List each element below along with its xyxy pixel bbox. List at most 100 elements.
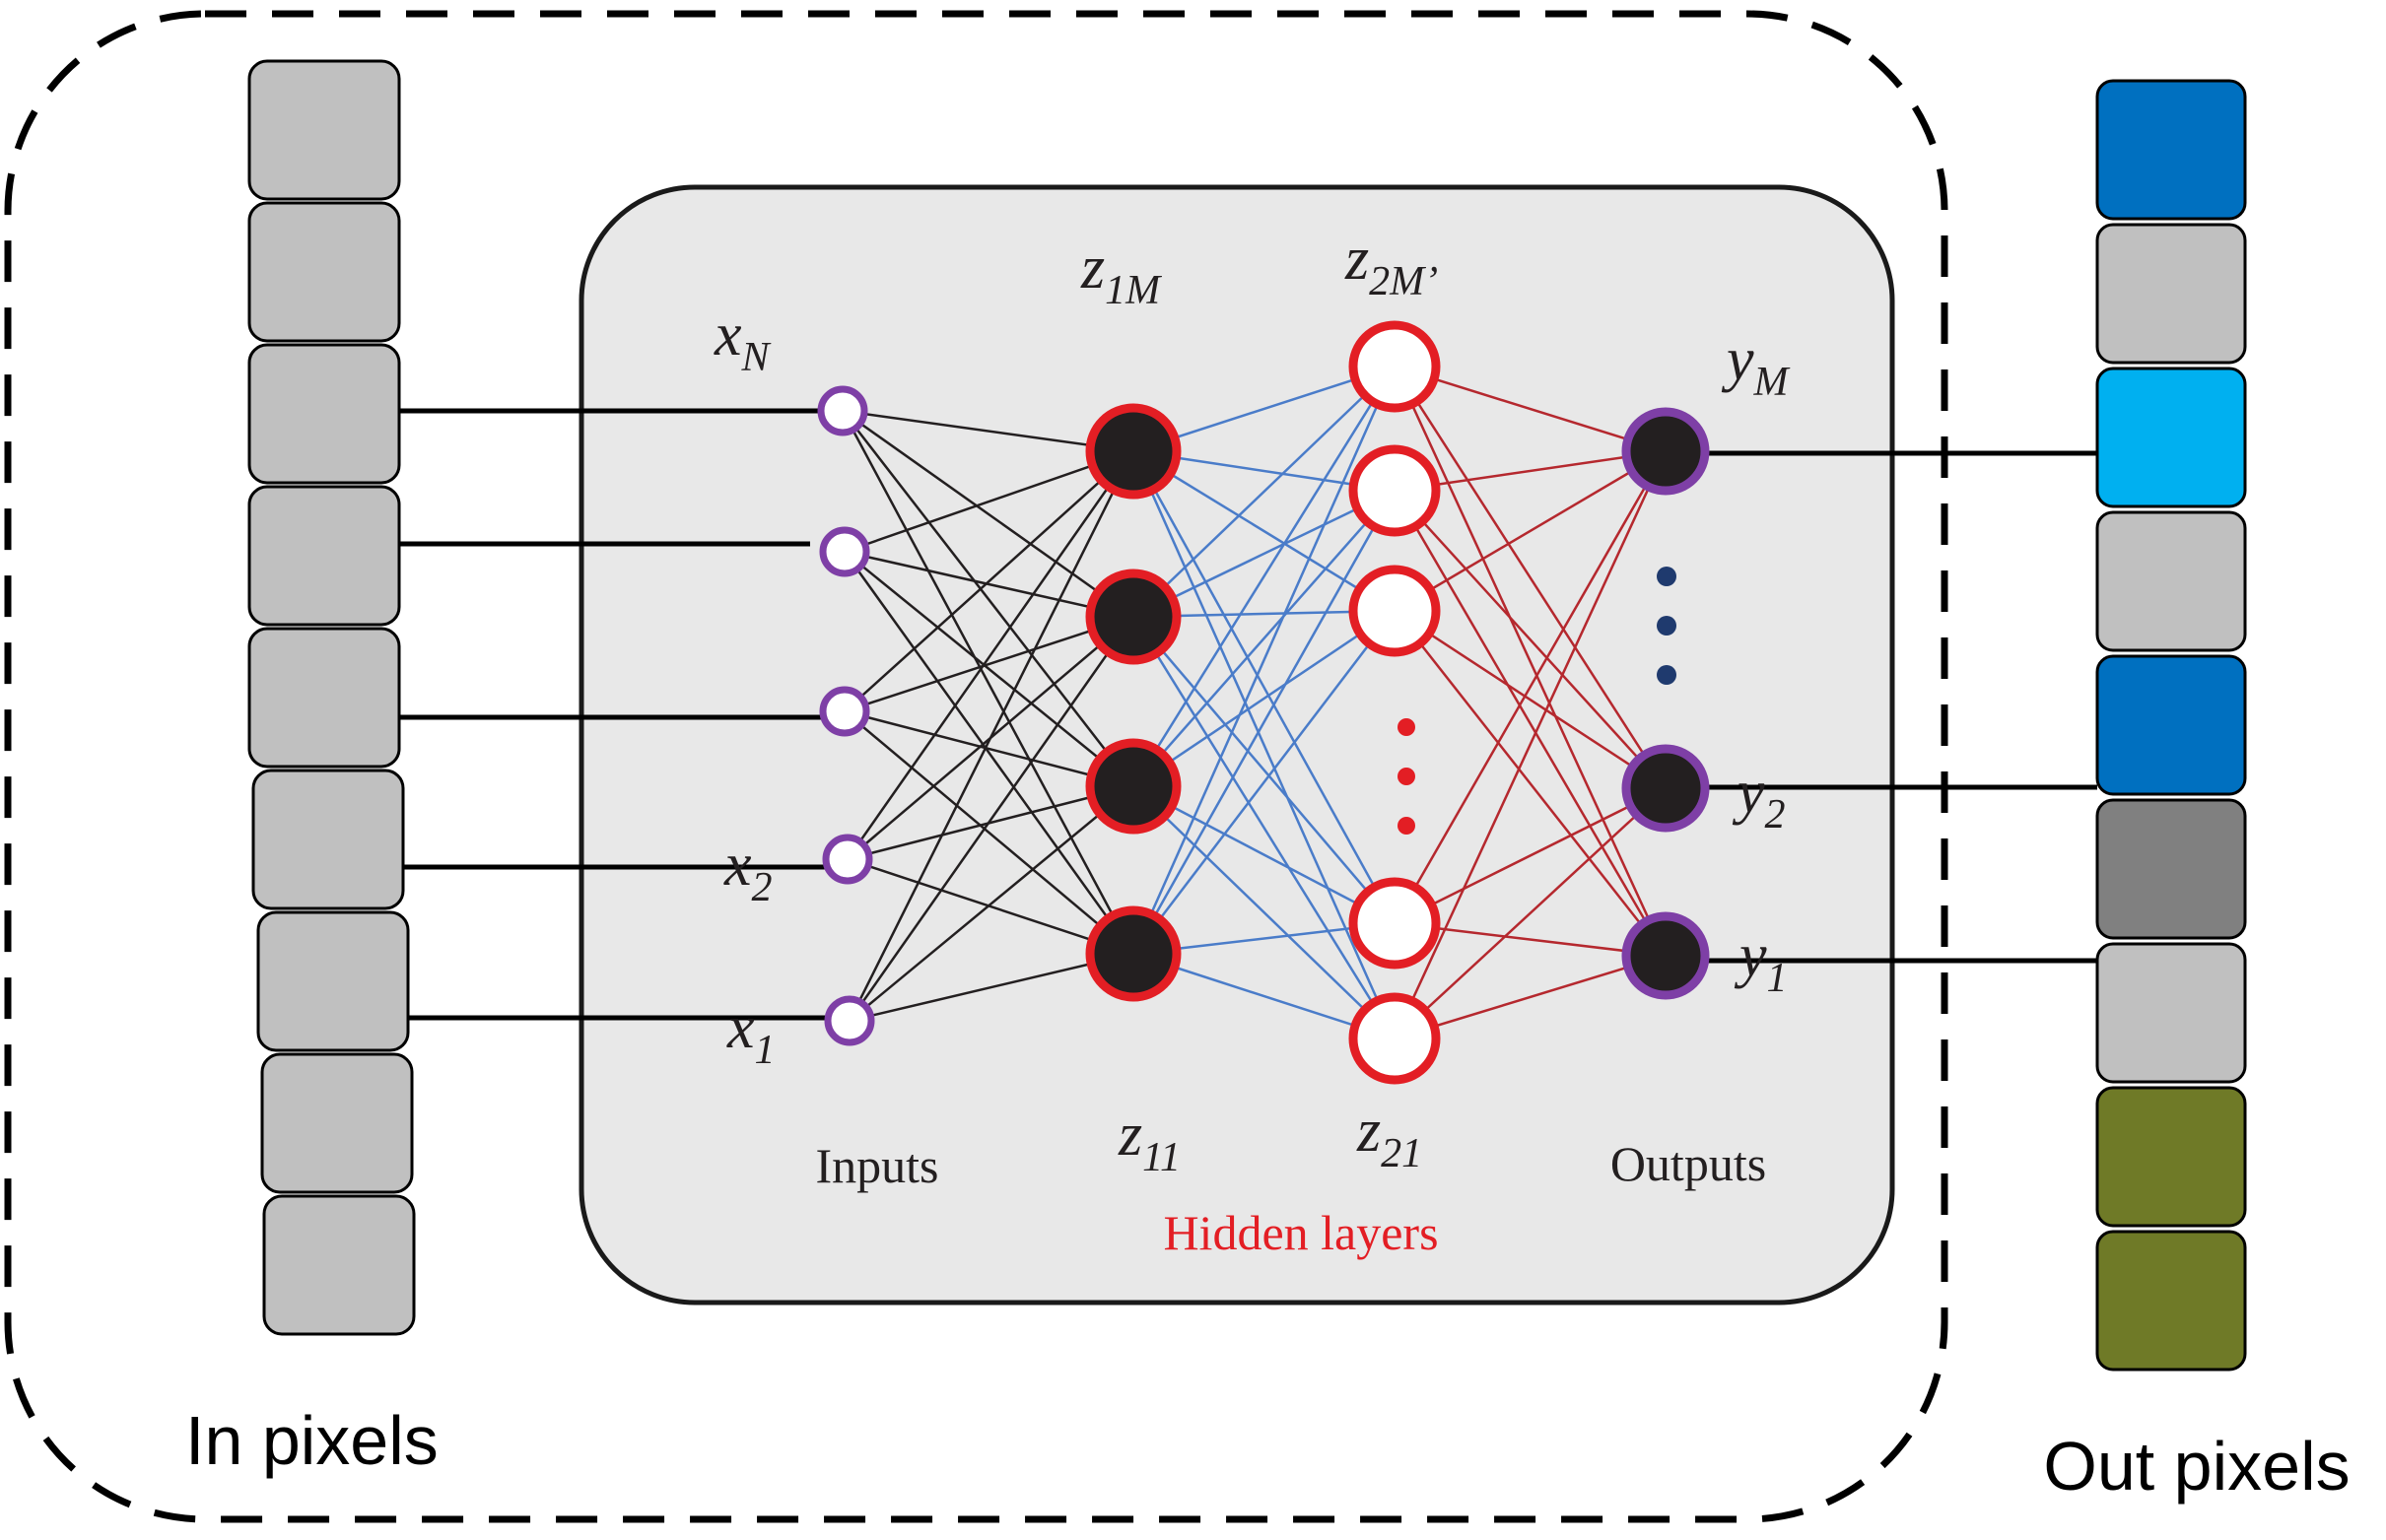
edge <box>1132 785 1396 1039</box>
hidden2-node <box>1348 444 1441 537</box>
hidden1-node <box>1085 569 1182 665</box>
input-node <box>824 995 875 1046</box>
in-pixel <box>262 1194 416 1336</box>
pixel-connections <box>399 408 2097 1021</box>
out-pixel <box>2095 510 2247 652</box>
label-x-2: x2 <box>723 832 773 910</box>
ellipsis-dot <box>1657 665 1676 685</box>
label-x-n: xN <box>714 301 772 380</box>
edge <box>1394 609 1667 790</box>
label-z-2m: z2M’ <box>1344 226 1438 304</box>
edge <box>849 952 1134 1023</box>
inputs-label: Inputs <box>816 1138 939 1193</box>
out-pixel <box>2095 1230 2247 1372</box>
edge <box>1132 449 1396 613</box>
hidden1-node <box>1085 738 1182 835</box>
label-y-2: y2 <box>1732 759 1786 837</box>
outputs-label: Outputs <box>1610 1136 1766 1191</box>
in-pixels-label: In pixels <box>185 1402 439 1479</box>
ellipsis-dot <box>1398 768 1415 785</box>
label-y-1: y1 <box>1734 922 1788 1001</box>
edge <box>1393 450 1668 1039</box>
edge <box>847 784 1134 861</box>
in-pixel <box>247 59 401 201</box>
edge <box>1131 450 1397 924</box>
out-pixels-label: Out pixels <box>2043 1428 2350 1505</box>
hidden2-node <box>1348 992 1441 1085</box>
output-node <box>1621 911 1710 1000</box>
edge <box>1132 610 1396 955</box>
out-pixel <box>2095 654 2247 796</box>
edge <box>1132 490 1396 787</box>
label-z-1m: z1M <box>1080 234 1162 313</box>
edge <box>843 551 1135 955</box>
edge <box>1131 366 1397 787</box>
label-x-1: x1 <box>726 994 776 1073</box>
edge <box>842 409 1134 619</box>
in-pixel <box>247 201 401 343</box>
hidden1-node <box>1085 905 1182 1002</box>
input-node <box>819 526 870 577</box>
edge <box>1394 954 1667 1040</box>
in-pixel <box>247 343 401 485</box>
edge <box>849 785 1134 1022</box>
edge <box>1394 365 1667 453</box>
edge <box>1132 489 1396 619</box>
edge <box>846 450 1135 860</box>
edge <box>1131 616 1397 1039</box>
edge <box>1394 786 1667 925</box>
edge <box>844 551 1134 787</box>
edge <box>848 450 1135 1022</box>
ellipsis-dot <box>1398 718 1415 736</box>
hidden2-node <box>1348 877 1441 970</box>
edge <box>1393 366 1668 957</box>
out-pixel <box>2095 942 2247 1084</box>
edge <box>1132 616 1396 924</box>
in-pixels-column <box>247 59 416 1336</box>
edge <box>1394 449 1667 613</box>
edge <box>1394 490 1667 789</box>
out-pixel <box>2095 223 2247 365</box>
hidden-layers-label: Hidden layers <box>1163 1205 1438 1260</box>
hidden1-node <box>1085 403 1182 500</box>
in-pixel <box>247 627 401 769</box>
label-y-m: yM <box>1721 326 1791 405</box>
edge <box>842 409 1134 453</box>
edge <box>842 410 1134 787</box>
out-pixels-column <box>2095 79 2247 1372</box>
in-pixel <box>251 769 405 910</box>
edge <box>844 449 1134 554</box>
edge <box>1393 490 1668 957</box>
edge <box>841 410 1135 955</box>
node-labels: xN x2 x1 z1M z11 z2M’ z21 yM y2 y1 <box>714 226 1791 1180</box>
output-node <box>1621 407 1710 496</box>
edge <box>844 709 1134 788</box>
edge <box>844 710 1134 955</box>
out-pixel <box>2095 79 2247 221</box>
edge <box>1393 450 1668 924</box>
out-pixel <box>2095 798 2247 940</box>
out-pixel <box>2095 367 2247 508</box>
input-node <box>819 686 870 737</box>
edge <box>844 450 1134 712</box>
hidden2-node <box>1348 320 1441 413</box>
edge <box>847 857 1134 956</box>
edge <box>1394 787 1667 1039</box>
hidden2-node <box>1348 565 1441 657</box>
edge <box>1132 609 1396 788</box>
edge <box>1393 366 1668 789</box>
edge <box>1131 490 1397 955</box>
input-node <box>817 385 868 436</box>
edge <box>1132 784 1396 925</box>
ellipsis-dot <box>1657 616 1676 636</box>
output-node <box>1621 744 1710 833</box>
input-node <box>822 834 873 885</box>
edge <box>1131 366 1397 955</box>
in-pixel <box>260 1052 414 1194</box>
outer-dashed-boundary <box>4 10 1948 1523</box>
edge <box>844 550 1134 619</box>
label-z-21: z21 <box>1356 1098 1422 1176</box>
edge <box>844 615 1134 713</box>
in-pixel <box>256 910 410 1052</box>
